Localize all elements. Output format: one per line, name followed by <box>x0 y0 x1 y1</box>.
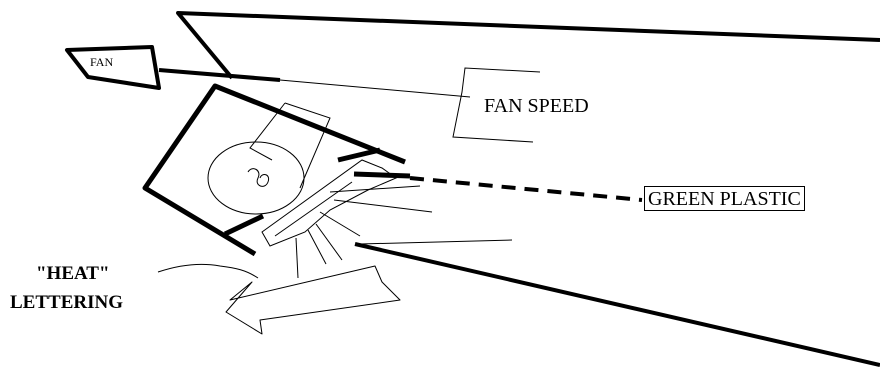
light-rays <box>295 185 513 279</box>
green-plastic-slider-inner <box>274 181 353 237</box>
fan-knob-pointer-squiggle <box>247 168 270 187</box>
fan-leader-line <box>158 68 281 82</box>
control-panel-outline <box>142 83 406 257</box>
lettering-label: LETTERING <box>10 292 123 313</box>
fan-label: FAN <box>90 55 114 69</box>
control-panel-tab <box>337 147 381 163</box>
fan-speed-label: FAN SPEED <box>484 95 589 117</box>
dashboard-outline-top <box>176 11 880 80</box>
green-plastic-slider <box>261 159 398 247</box>
green-plastic-leader-dashed <box>409 176 643 202</box>
fan-knob-dial <box>207 141 305 215</box>
heat-lettering-outline <box>225 265 401 335</box>
dashboard-outline-bottom <box>354 242 880 367</box>
green-plastic-label: GREEN PLASTIC <box>644 186 805 211</box>
fan-speed-bracket <box>452 67 541 143</box>
fan-knob-handle <box>249 102 331 189</box>
green-plastic-leader <box>353 171 411 179</box>
control-panel-edge-lower <box>223 213 265 237</box>
fan-tag-outline <box>65 45 161 90</box>
heat-label: "HEAT" <box>36 263 110 284</box>
fan-leader-thin <box>279 79 471 98</box>
heat-leader <box>157 263 259 279</box>
